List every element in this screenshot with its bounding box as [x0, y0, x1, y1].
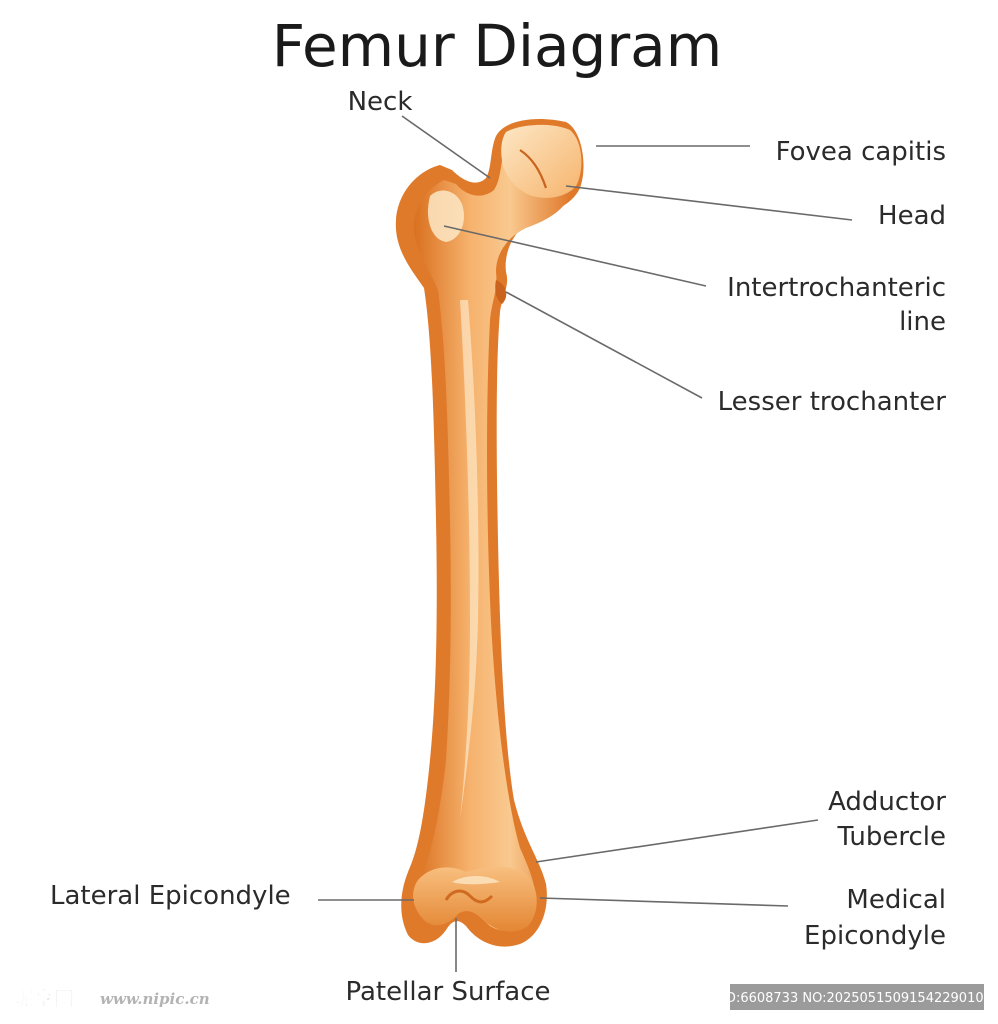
label-head: Head: [878, 201, 946, 231]
diagram-title: Femur Diagram: [272, 12, 722, 80]
watermark-left: 昵享网 www.nipic.cn: [14, 986, 210, 1011]
leader-medical-epicondyle: [539, 897, 789, 907]
lesser-trochanter-bump: [495, 280, 507, 304]
label-patellar-surface: Patellar Surface: [345, 977, 550, 1007]
leader-intertrochanteric-line: [443, 225, 707, 287]
watermark-id-text: ID:6608733 NO:20250515091542290102: [722, 991, 992, 1006]
watermark-id-background: [730, 984, 984, 1010]
condyle-highlight: [452, 876, 500, 885]
femoral-head-shape: [501, 124, 582, 198]
watermark-id-badge: ID:6608733 NO:20250515091542290102: [722, 984, 992, 1010]
label-medical-epicondyle-2: Epicondyle: [804, 921, 946, 951]
leader-neck: [401, 115, 491, 179]
label-lateral-epicondyle: Lateral Epicondyle: [50, 881, 291, 911]
label-neck: Neck: [348, 87, 413, 117]
patellar-groove: [444, 889, 494, 904]
femur-bone-illustration: [395, 118, 584, 947]
label-intertrochanteric-line-1: Intertrochanteric: [727, 273, 946, 303]
leader-adductor-tubercle: [535, 819, 819, 863]
label-adductor-tubercle-1: Adductor: [828, 787, 946, 817]
label-medical-epicondyle-1: Medical: [846, 885, 946, 915]
label-intertrochanteric-line-2: line: [899, 307, 946, 337]
leader-lines: [318, 115, 853, 972]
leader-lesser-trochanter: [505, 291, 703, 399]
fovea-capitis-crease: [519, 149, 548, 189]
shaft-highlight: [460, 300, 479, 820]
femur-inner-body: [414, 128, 574, 931]
leader-head: [565, 185, 853, 221]
watermark-site-url: www.nipic.cn: [100, 990, 210, 1008]
label-lesser-trochanter: Lesser trochanter: [718, 387, 947, 417]
anatomy-labels: Neck Fovea capitis Head Intertrochanteri…: [50, 87, 946, 1007]
label-adductor-tubercle-2: Tubercle: [836, 822, 946, 852]
label-fovea-capitis: Fovea capitis: [776, 137, 946, 167]
watermark-site-chars: 昵享网: [14, 986, 74, 1010]
